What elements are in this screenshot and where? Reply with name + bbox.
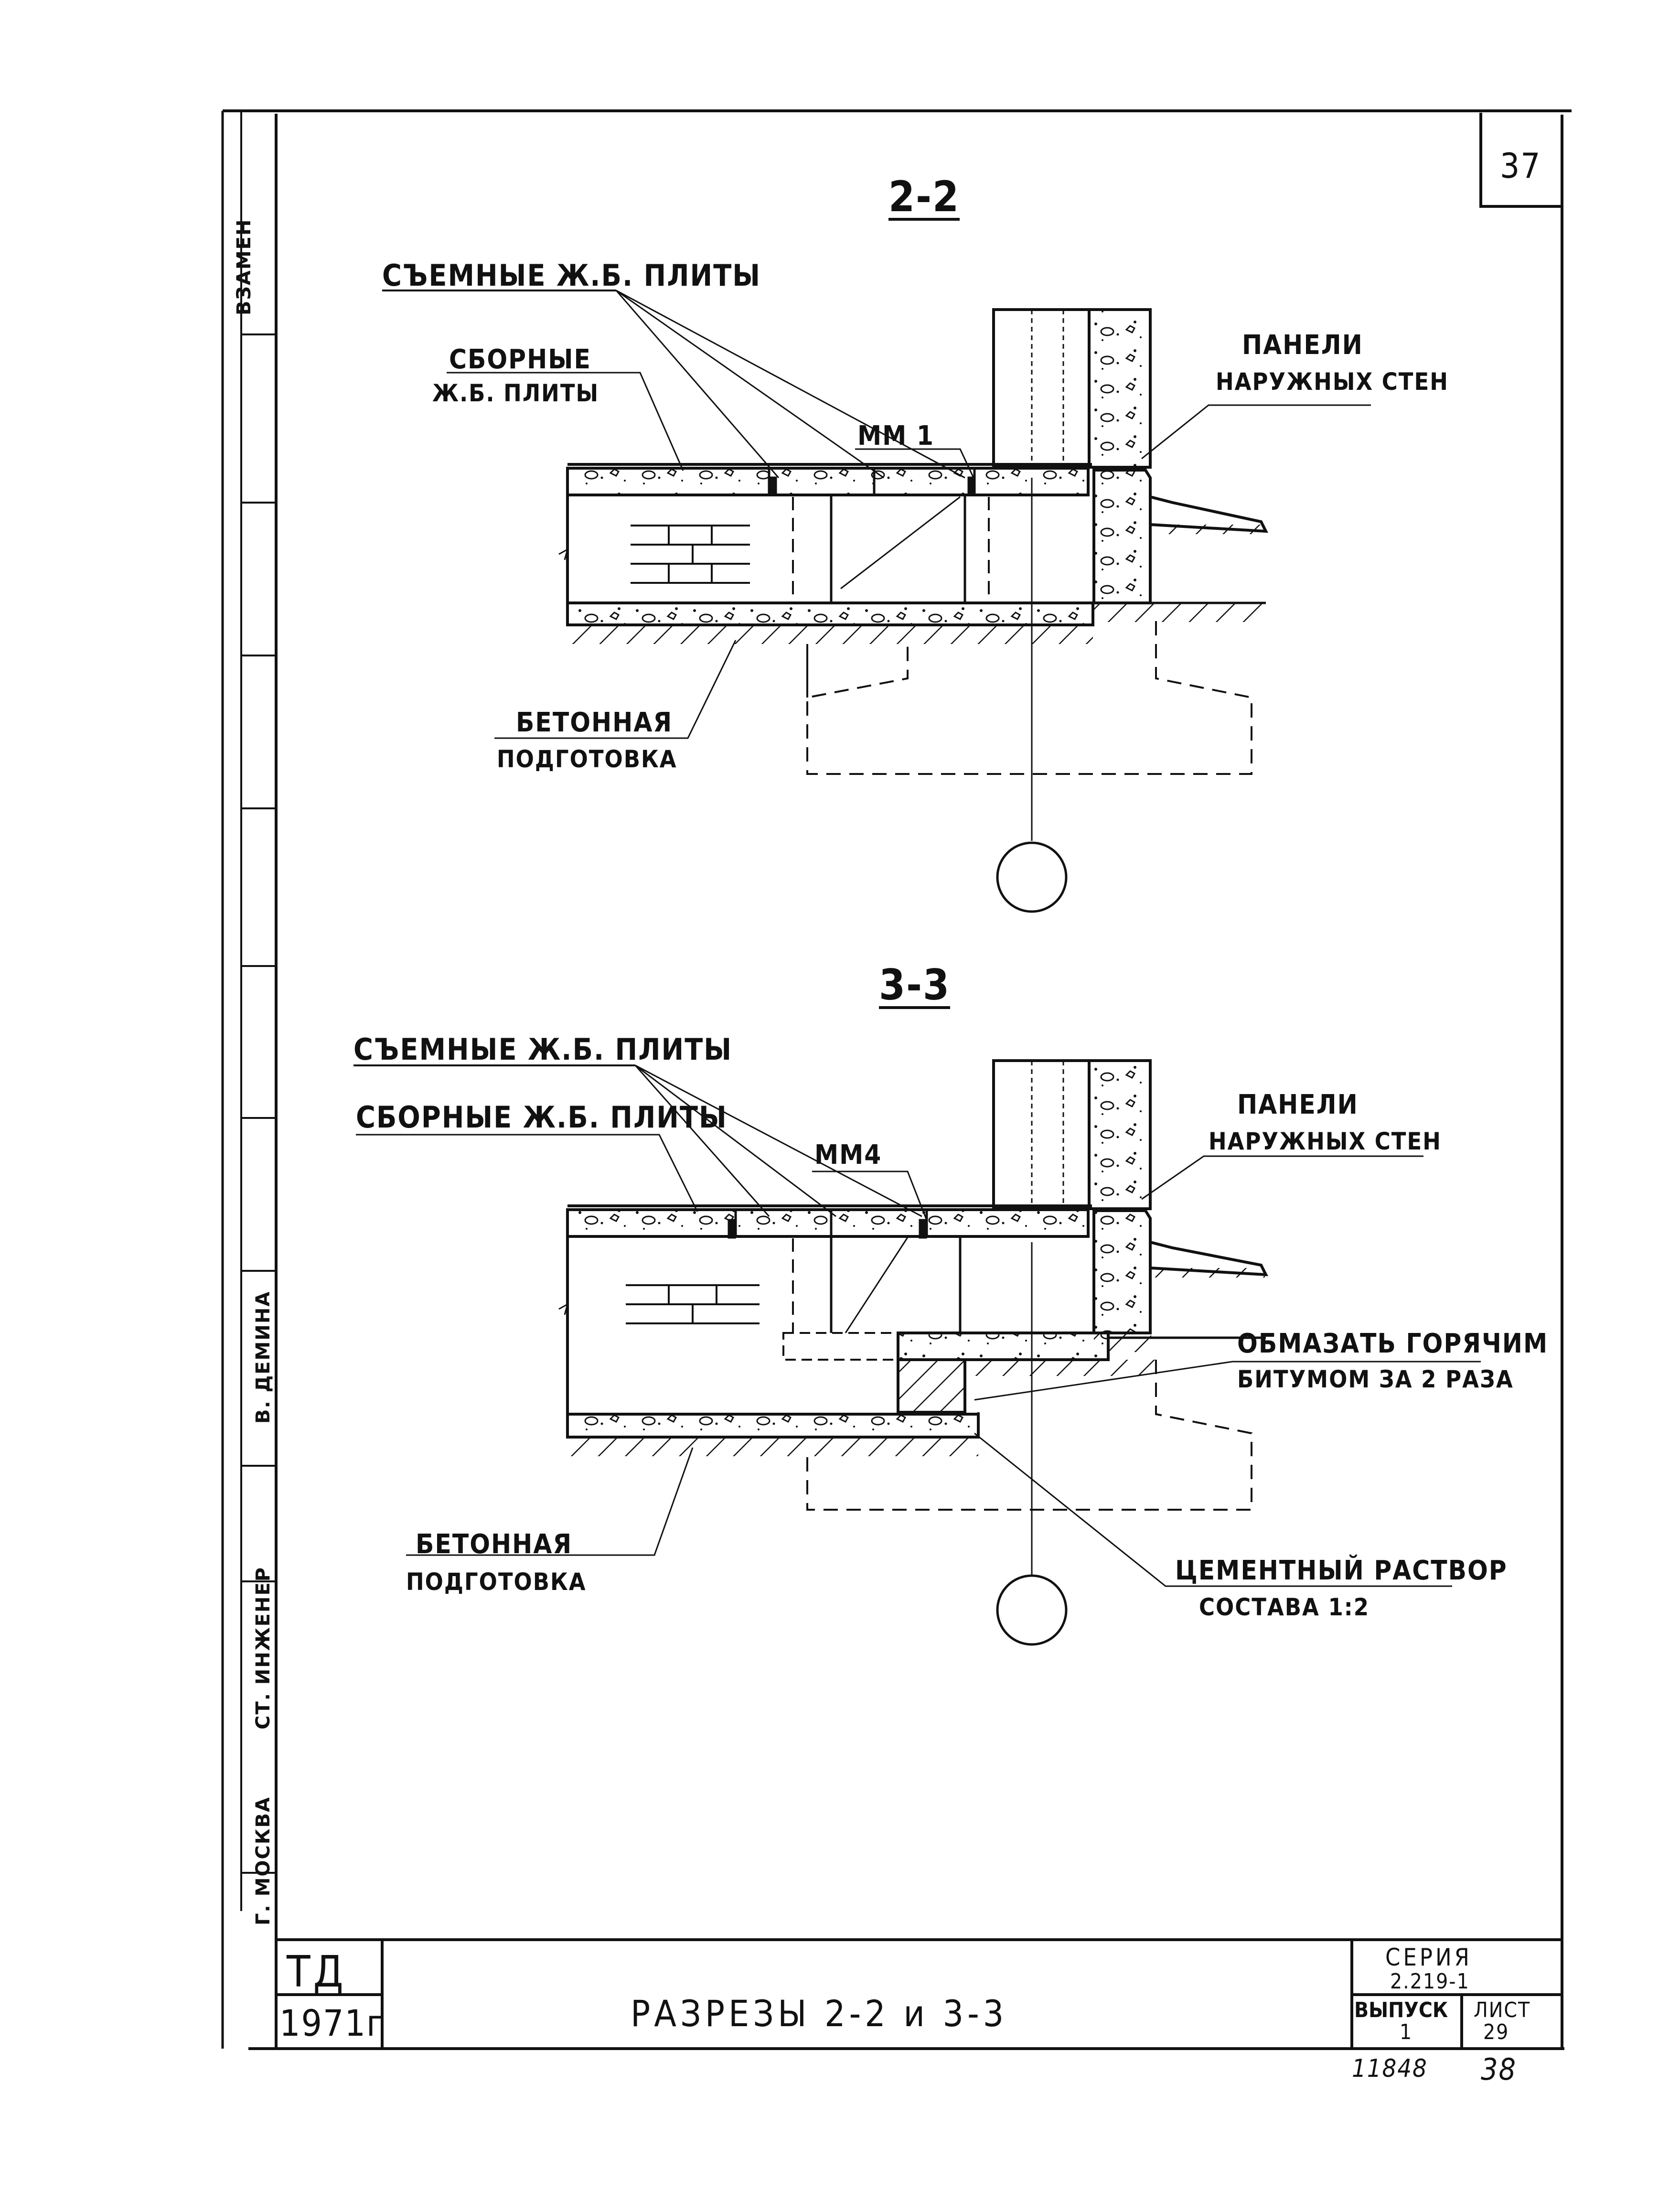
label-precast-slabs-3-3: СБОРНЫЕ Ж.Б. ПЛИТЫ	[356, 1100, 728, 1135]
label-wall-panels-3-3-line2: НАРУЖНЫХ СТЕН	[1209, 1128, 1442, 1155]
issue-value: 1	[1400, 2020, 1413, 2044]
label-cement-mortar-3-3-line1: ЦЕМЕНТНЫЙ РАСТВОР	[1175, 1555, 1508, 1586]
series-label: СЕРИЯ	[1385, 1944, 1472, 1971]
label-bitumen-3-3-line2: БИТУМОМ ЗА 2 РАЗА	[1237, 1365, 1514, 1393]
label-bitumen-3-3-line1: ОБМАЗАТЬ ГОРЯЧИМ	[1237, 1328, 1549, 1359]
issue-label: ВЫПУСК	[1354, 1998, 1448, 2022]
label-wall-panels-2-2-line1: ПАНЕЛИ	[1242, 330, 1363, 361]
label-concrete-base-2-2-line2: ПОДГОТОВКА	[497, 745, 677, 773]
sheet-frame	[221, 109, 1572, 2050]
title-block-org: ТД	[287, 1947, 346, 1997]
section-2-2-drawing	[382, 290, 1371, 913]
stamp-engineer-name: В. ДЕМИНА	[252, 1290, 274, 1424]
label-removable-slabs-2-2: СЪЕМНЫЕ Ж.Б. ПЛИТЫ	[382, 258, 761, 293]
label-cement-mortar-3-3-line2: СОСТАВА 1:2	[1199, 1593, 1370, 1621]
sheet-value: 29	[1483, 2020, 1509, 2044]
section-3-3-drawing	[353, 1059, 1481, 1646]
label-concrete-base-3-3-line1: БЕТОННАЯ	[416, 1529, 573, 1560]
label-wall-panels-3-3-line1: ПАНЕЛИ	[1237, 1089, 1359, 1120]
label-concrete-base-2-2-line1: БЕТОННАЯ	[516, 707, 673, 738]
label-embedded-part-2-2: ММ 1	[857, 420, 934, 451]
sheet-label: ЛИСТ	[1474, 1998, 1531, 2022]
section-3-3-title: 3-3	[879, 960, 951, 1010]
label-concrete-base-3-3-line2: ПОДГОТОВКА	[406, 1568, 587, 1596]
label-embedded-part-3-3: ММ4	[814, 1139, 882, 1171]
label-precast-slabs-2-2-line1: СБОРНЫЕ	[449, 344, 591, 375]
stamp-city: Г. МОСКВА	[252, 1796, 274, 1925]
drawing-title: РАЗРЕЗЫ 2-2 и 3-3	[631, 1992, 1008, 2035]
sheet-number: 37	[1500, 146, 1541, 186]
title-block-frame	[276, 1938, 1562, 2049]
label-precast-slabs-2-2-line2: Ж.Б. ПЛИТЫ	[432, 379, 599, 407]
series-value: 2.219-1	[1390, 1969, 1470, 1994]
label-removable-slabs-3-3: СЪЕМНЫЕ Ж.Б. ПЛИТЫ	[353, 1032, 733, 1067]
page-number: 38	[1481, 2052, 1517, 2087]
label-wall-panels-2-2-line2: НАРУЖНЫХ СТЕН	[1216, 368, 1449, 396]
section-2-2-title: 2-2	[888, 172, 960, 221]
stamp-senior-engineer: СТ. ИНЖЕНЕР	[252, 1566, 274, 1729]
stamp-vzamen: ВЗАМЕН	[233, 218, 255, 315]
inventory-number: 11848	[1352, 2054, 1428, 2083]
title-block-year: 1971г	[279, 2002, 385, 2044]
